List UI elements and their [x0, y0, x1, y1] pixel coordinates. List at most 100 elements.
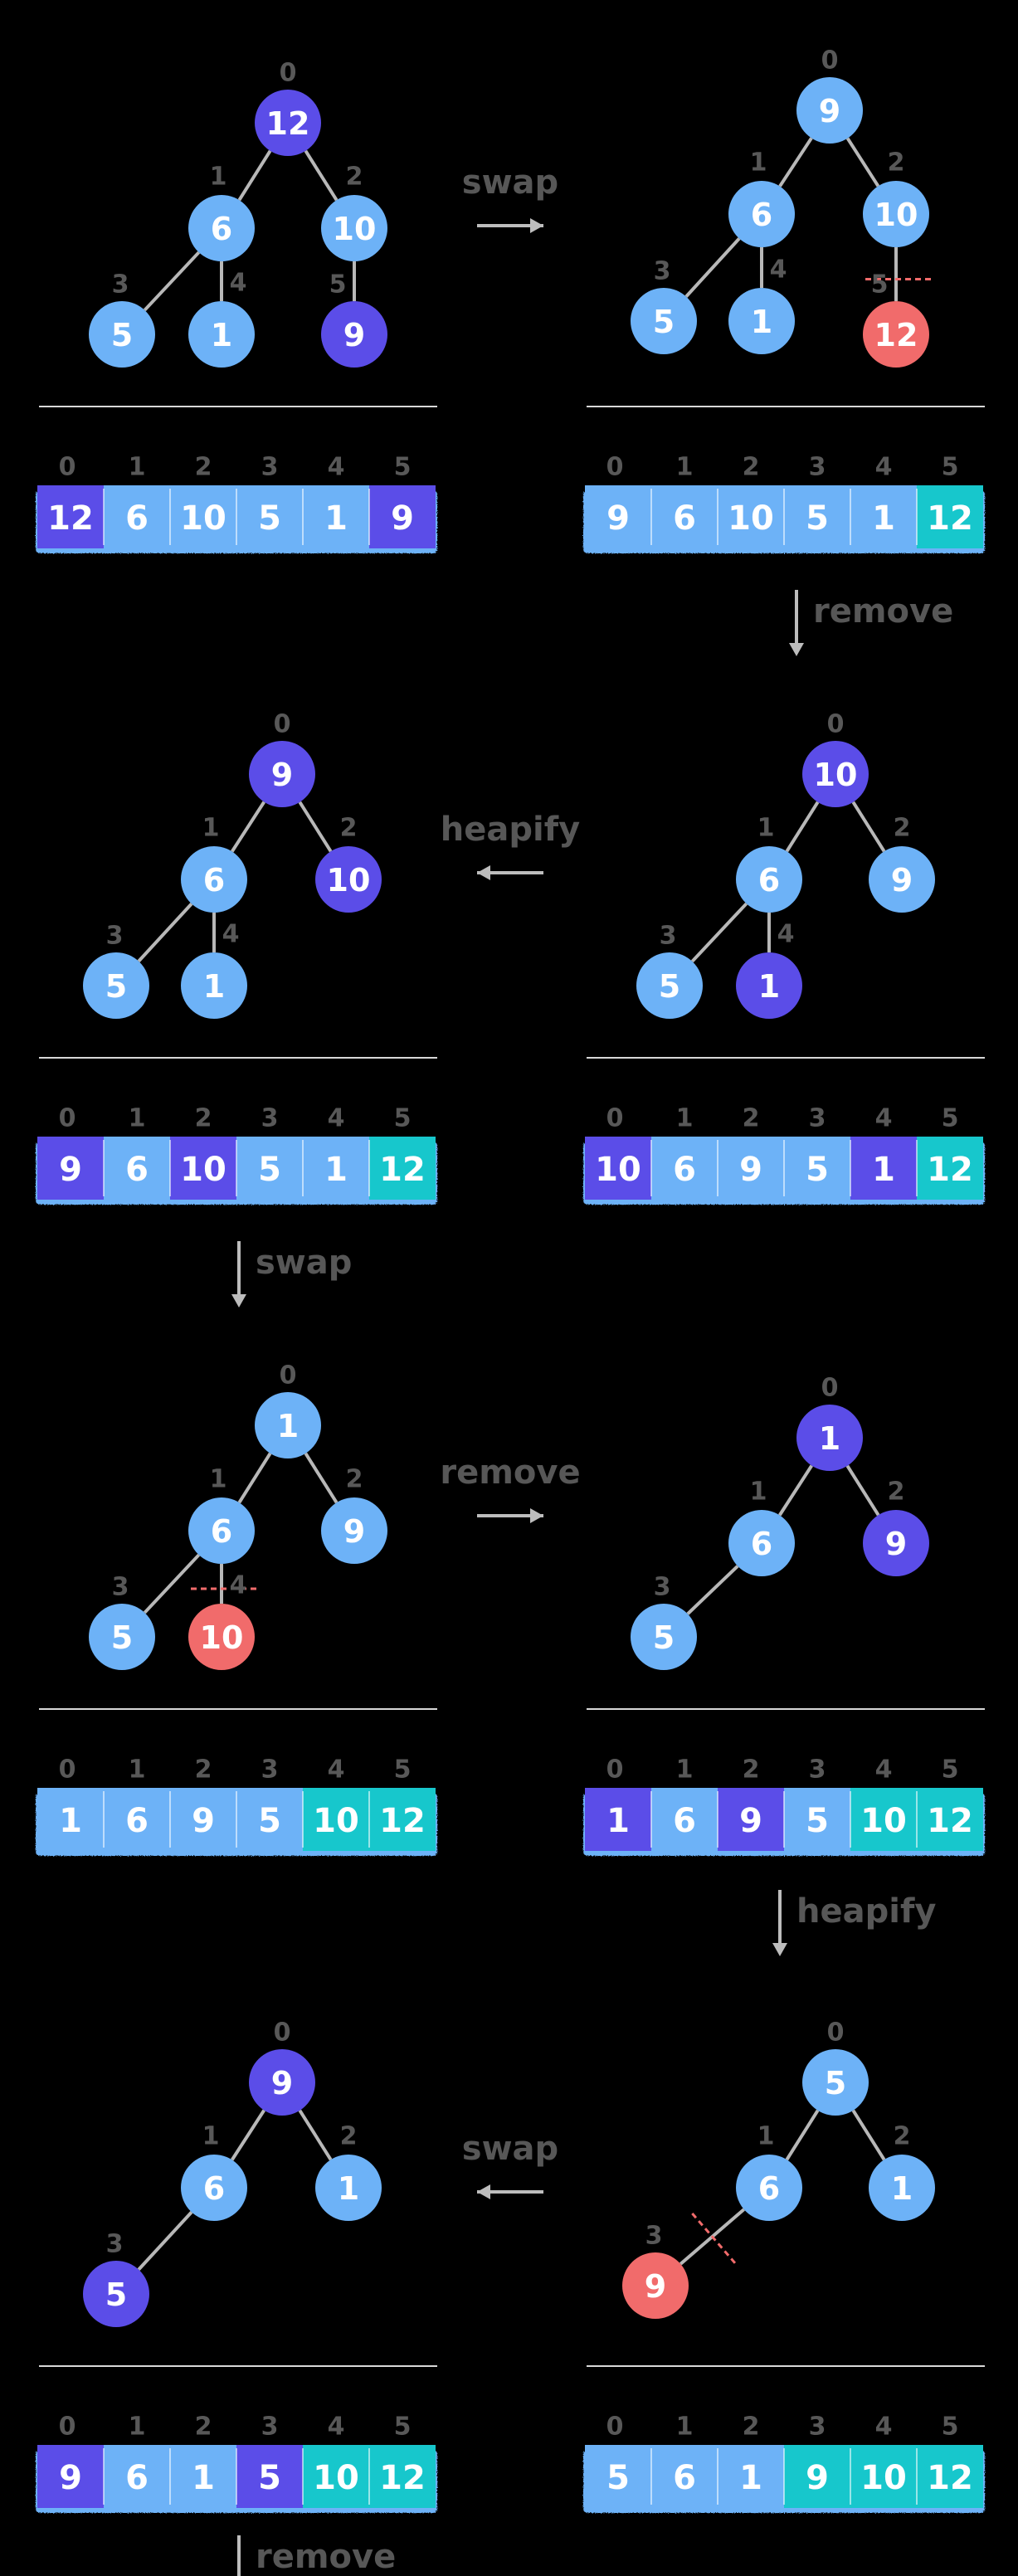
tree-node-index: 2 — [894, 814, 911, 843]
op-4-arrow: swap — [231, 1241, 352, 1307]
tree-node — [863, 1510, 929, 1576]
array-cell — [369, 2445, 436, 2508]
array-cell-value: 12 — [927, 499, 973, 538]
tree-node-index: 2 — [894, 2122, 911, 2151]
array-cell-index: 3 — [809, 2413, 826, 2442]
tree-node-value: 10 — [327, 862, 371, 898]
array-cell-value: 9 — [806, 2459, 829, 2497]
operation-label: remove — [440, 1454, 580, 1492]
tree-node-value: 1 — [338, 2170, 359, 2207]
array-cell-index: 2 — [743, 1104, 760, 1133]
arrow-head — [530, 218, 543, 233]
array-cell — [37, 2445, 104, 2508]
tree-node-index: 3 — [660, 922, 677, 951]
tree-node — [255, 90, 321, 156]
tree-node-index: 2 — [340, 814, 358, 843]
array-cell-index: 2 — [195, 1755, 212, 1785]
tree-node-index: 1 — [757, 814, 775, 843]
cut-line — [688, 2209, 737, 2264]
arrow-head — [477, 865, 490, 880]
tree-node — [728, 1510, 795, 1576]
array-cell — [651, 2445, 718, 2508]
tree-node — [802, 741, 869, 807]
array-cell — [303, 485, 369, 548]
arrow-head — [530, 1508, 543, 1523]
tree-edge — [785, 801, 820, 853]
tree-node-index: 0 — [280, 1361, 297, 1390]
operation-label: remove — [256, 2538, 396, 2576]
array-cell-value: 6 — [673, 1802, 696, 1840]
tree-node-index: 3 — [112, 270, 129, 299]
tree-node — [636, 952, 703, 1019]
array-cell-value: 9 — [192, 1802, 215, 1840]
tree-node-index: 0 — [821, 1374, 839, 1403]
operation-label: swap — [462, 2130, 558, 2168]
array-cell-index: 2 — [743, 2413, 760, 2442]
tree-edge — [851, 2109, 886, 2161]
tree-node — [863, 301, 929, 368]
tree-edge — [298, 2109, 333, 2161]
tree-node-value: 1 — [891, 2170, 913, 2207]
array-cell — [651, 1137, 718, 1200]
array-cell — [37, 1788, 104, 1851]
array-cell — [784, 2445, 850, 2508]
array-cell-index: 3 — [261, 1755, 279, 1785]
tree-node-value: 6 — [758, 2170, 780, 2207]
tree-node — [863, 181, 929, 247]
tree-edge — [778, 137, 813, 187]
array-cell — [170, 1137, 236, 1200]
array-cell-value: 6 — [125, 1151, 149, 1189]
array-cell — [236, 485, 303, 548]
tree-node — [796, 77, 863, 144]
array-cell — [104, 485, 170, 548]
tree-node-value: 5 — [825, 2065, 846, 2101]
array-cell-index: 4 — [328, 453, 345, 482]
tree-edge — [845, 1464, 880, 1517]
array-cell — [718, 1137, 784, 1200]
array-cell-index: 1 — [676, 1104, 694, 1133]
arrow-head — [477, 2184, 490, 2199]
array-cell-value: 1 — [872, 499, 895, 538]
tree-node-value: 9 — [271, 2065, 293, 2101]
array-cell-value: 10 — [180, 1151, 226, 1189]
operation-label: remove — [813, 592, 953, 631]
tree-node — [631, 288, 697, 354]
tree-node-value: 5 — [659, 968, 680, 1005]
array-cell-index: 2 — [195, 453, 212, 482]
tree-node — [736, 846, 802, 913]
array-cell-index: 0 — [59, 1104, 76, 1133]
tree-node-value: 10 — [200, 1619, 244, 1656]
tree-edge — [845, 137, 880, 187]
tree-node-index: 5 — [329, 270, 347, 299]
tree-node — [181, 846, 247, 913]
array-cell-value: 10 — [860, 2459, 907, 2497]
tree-node-value: 6 — [203, 862, 225, 898]
tree-node — [181, 2155, 247, 2221]
tree-node — [315, 846, 382, 913]
array-cell-index: 5 — [394, 1755, 412, 1785]
array-cell-value: 6 — [125, 499, 149, 538]
array-cell-index: 1 — [676, 453, 694, 482]
tree-edge — [686, 1565, 739, 1615]
operation-label: swap — [256, 1244, 352, 1282]
tree-node-index: 2 — [888, 1478, 905, 1507]
tree-edge — [237, 149, 272, 202]
tree-node — [89, 1604, 155, 1670]
array-cell-value: 10 — [595, 1151, 641, 1189]
array-cell-value: 5 — [606, 2459, 630, 2497]
arrow-head — [772, 1943, 787, 1956]
tree-node-index: 0 — [274, 2018, 291, 2048]
tree-node-value: 1 — [277, 1408, 299, 1444]
op-2-arrow: remove — [789, 590, 953, 656]
operation-label: swap — [462, 163, 558, 202]
array-cell — [585, 1788, 651, 1851]
array-cell-value: 1 — [872, 1151, 895, 1189]
